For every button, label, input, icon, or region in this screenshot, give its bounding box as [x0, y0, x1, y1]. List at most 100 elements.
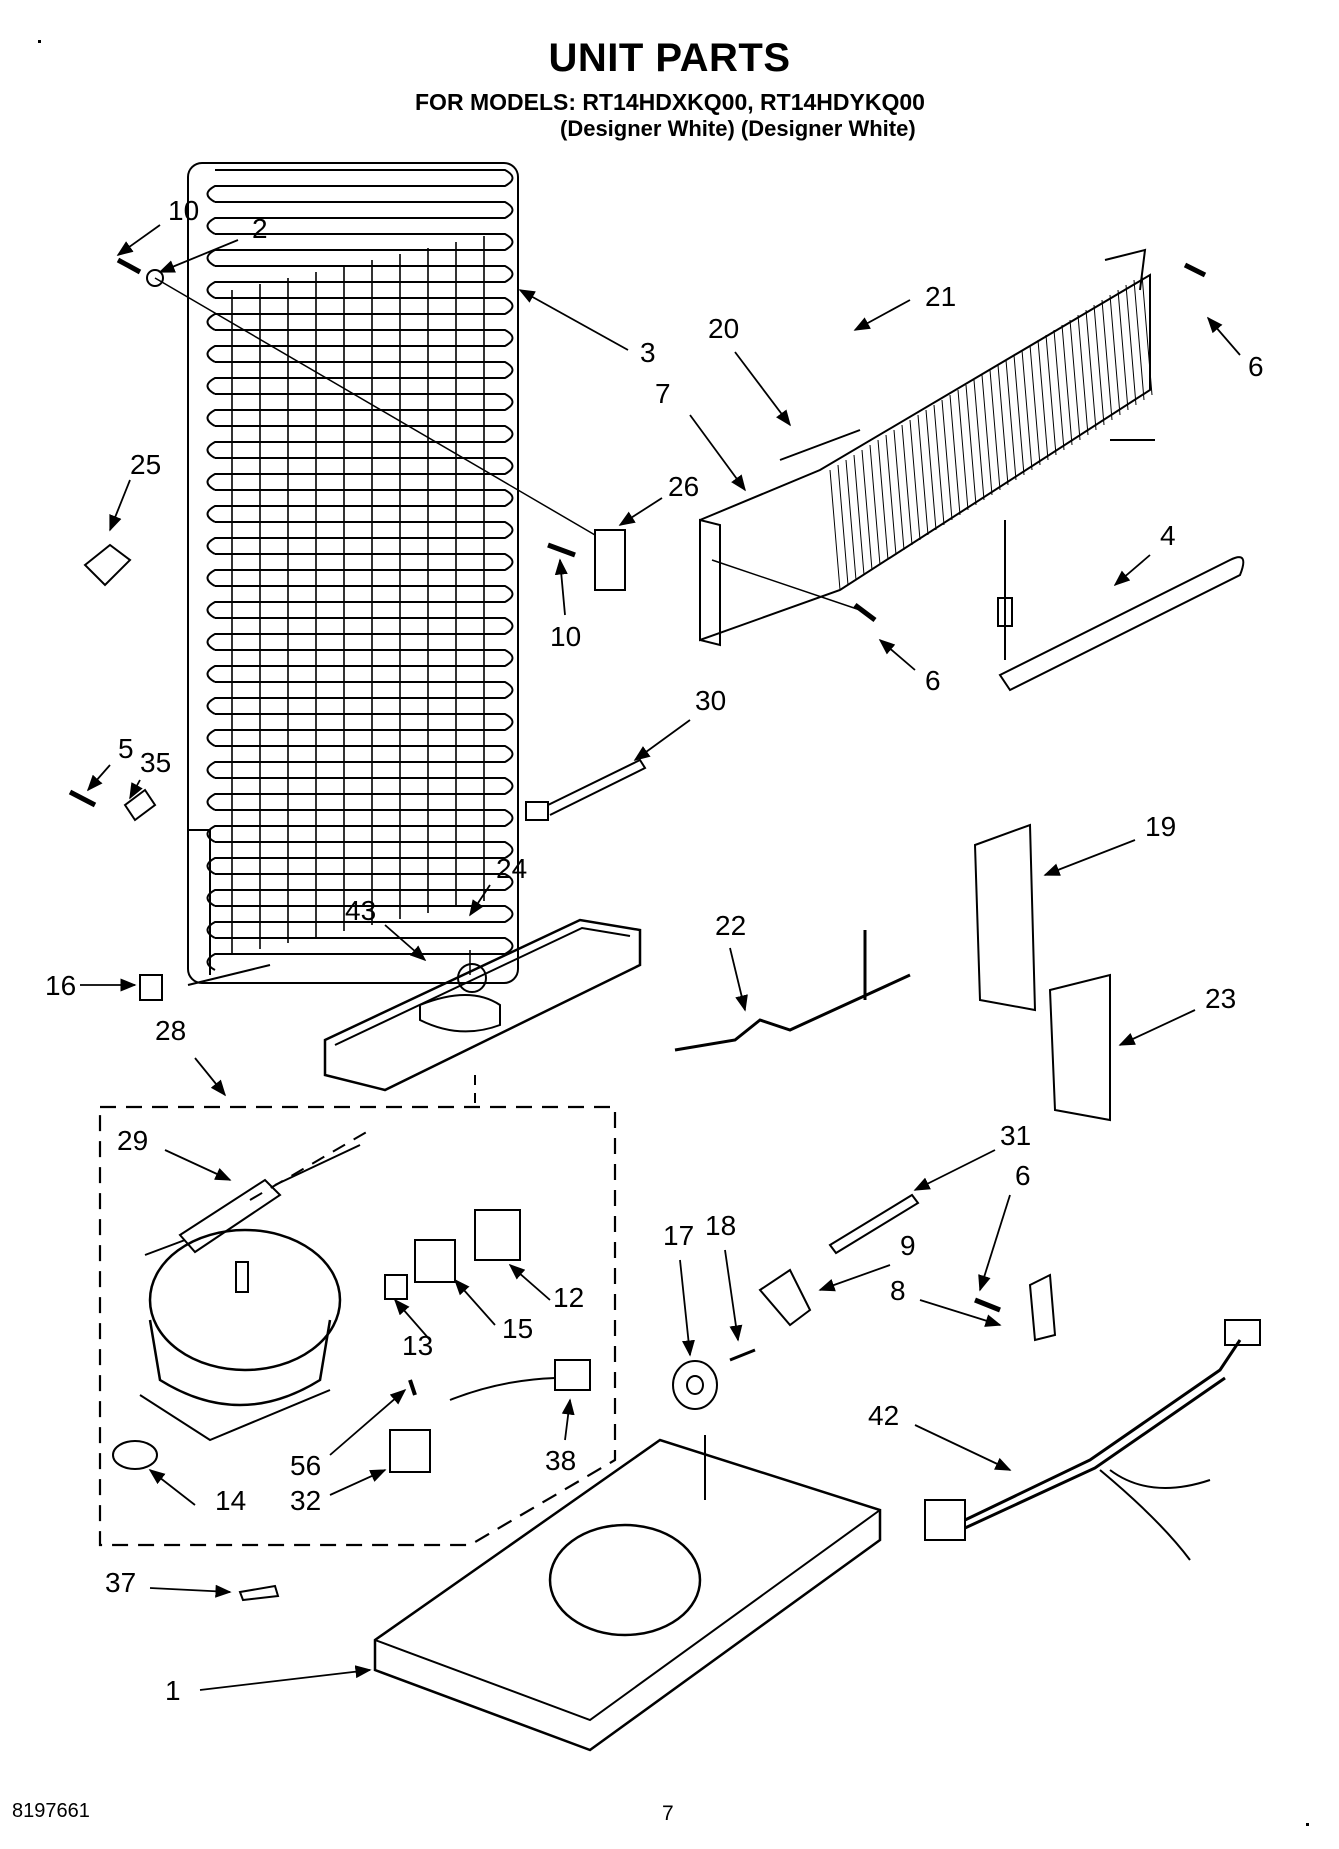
evaporator-fin [1125, 284, 1137, 406]
coil-loop [206, 585, 514, 619]
callout-label: 9 [900, 1230, 916, 1261]
callout-label: 23 [1205, 983, 1236, 1014]
base-pan [373, 1435, 882, 1752]
callout-arrow [561, 1398, 575, 1441]
coil-loop [206, 265, 514, 299]
evaporator-fin [829, 469, 841, 591]
callout-label: 15 [502, 1313, 533, 1344]
callout-label: 29 [117, 1125, 148, 1156]
callout-label: 7 [655, 378, 671, 409]
corner-mark [1306, 1823, 1309, 1826]
callout-label: 6 [925, 665, 941, 696]
callout-arrow [393, 1298, 431, 1341]
callout-label: 1 [165, 1675, 181, 1706]
callout-label: 4 [1160, 520, 1176, 551]
page-number: 7 [662, 1802, 674, 1825]
callout-label: 28 [155, 1015, 186, 1046]
coil-loop [206, 457, 514, 491]
callout-arrow [194, 1057, 227, 1097]
callout-label: 21 [925, 281, 956, 312]
misc-parts [758, 1193, 1057, 1342]
callout-arrow [109, 479, 131, 532]
callout-arrow [199, 1665, 372, 1691]
callout-arrow [633, 719, 691, 761]
callout-arrow [734, 351, 791, 427]
coil-loop [206, 201, 514, 235]
evaporator-fin [877, 439, 889, 561]
callout-arrow [116, 224, 161, 256]
coil-loop [206, 809, 514, 843]
callout-arrow [148, 1469, 196, 1506]
filter-drier [144, 1144, 361, 1256]
evaporator-fin [1013, 354, 1025, 476]
cable-tie [525, 758, 647, 821]
drain-tube [674, 930, 911, 1052]
evaporator-fin [845, 459, 857, 581]
evaporator-fin [861, 449, 873, 571]
models-line: FOR MODELS: RT14HDXKQ00, RT14HDYKQ00 [415, 89, 925, 115]
compressor-group-outline [98, 1105, 617, 1547]
evaporator [699, 248, 1155, 647]
page-title: UNIT PARTS [548, 36, 791, 80]
evaporator-fin [1085, 309, 1097, 431]
callout-arrow [679, 1259, 695, 1357]
callout-label: 17 [663, 1220, 694, 1251]
evaporator-fin [941, 399, 953, 521]
callout-label: 42 [868, 1400, 899, 1431]
callout-label: 43 [345, 895, 376, 926]
compressor [112, 1228, 342, 1470]
callout-label: 13 [402, 1330, 433, 1361]
callout-arrow [453, 1278, 496, 1326]
callout-label: 31 [1000, 1120, 1031, 1151]
variants-line: (Designer White) (Designer White) [560, 116, 916, 141]
coil-loop [206, 617, 514, 651]
callout-arrow [1206, 316, 1241, 356]
coil-loop [206, 905, 514, 939]
evaporator-fin [917, 414, 929, 536]
callout-arrow [689, 414, 746, 492]
evaporator-fin [1093, 304, 1105, 426]
callout-label: 2 [252, 213, 268, 244]
callout-label: 16 [45, 970, 76, 1001]
callout-label: 6 [1015, 1160, 1031, 1191]
wiring-harness [924, 1319, 1261, 1561]
callout-arrow [518, 289, 629, 351]
coil-loop [206, 649, 514, 683]
evaporator-fin [1101, 299, 1113, 421]
coil-loop [206, 841, 514, 875]
drain-pan [323, 918, 642, 1092]
callout-label: 25 [130, 449, 161, 480]
coil-loop [206, 681, 514, 715]
callout-arrow [724, 1249, 743, 1342]
evaporator-fin [1069, 319, 1081, 441]
callout-label: 56 [290, 1450, 321, 1481]
defrost-heater [997, 520, 1245, 692]
small-clips [83, 543, 280, 1602]
evaporator-fin [1005, 359, 1017, 481]
callout-arrow [129, 779, 143, 800]
callout-arrow [469, 884, 491, 917]
foam-block [973, 823, 1111, 1122]
coil-loop [206, 745, 514, 779]
coil-loop [206, 233, 514, 267]
evaporator-fin [1141, 274, 1153, 396]
callout-label: 10 [168, 195, 199, 226]
evaporator-fin [853, 454, 865, 576]
callout-label: 3 [640, 337, 656, 368]
coil-loop [206, 489, 514, 523]
callout-label: 20 [708, 313, 739, 344]
callout-label: 6 [1248, 351, 1264, 382]
grommet [672, 1348, 756, 1410]
doc-number: 8197661 [12, 1800, 90, 1822]
callout-arrow [818, 1264, 891, 1292]
evaporator-fin [925, 409, 937, 531]
coil-loop [206, 713, 514, 747]
evaporator-fin [989, 369, 1001, 491]
evaporator-fin [997, 364, 1009, 486]
callout-arrow [329, 1388, 407, 1456]
callout-label: 32 [290, 1485, 321, 1516]
callout-label: 12 [553, 1282, 584, 1313]
coil-loop [206, 521, 514, 555]
callout-label: 22 [715, 910, 746, 941]
callout-arrow [978, 1194, 1011, 1292]
